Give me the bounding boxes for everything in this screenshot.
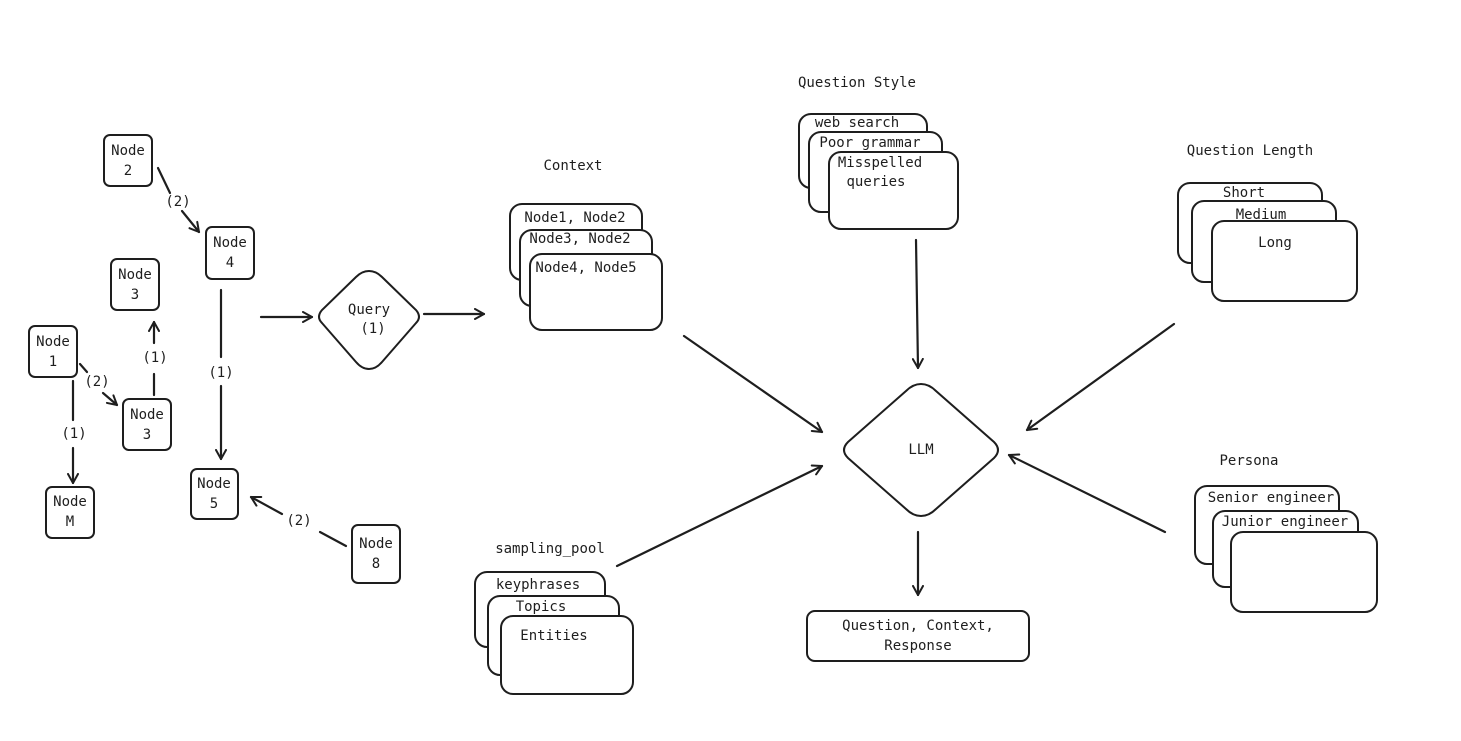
node-3-bottom-label: Node [130, 407, 164, 423]
persona-item-2: Junior engineer [1222, 514, 1348, 530]
node-2-number: 2 [124, 163, 132, 179]
edge-node1-node3b: (2) [78, 362, 119, 407]
persona-item-1: Senior engineer [1208, 490, 1334, 506]
node-2: Node 2 [103, 134, 153, 187]
edge-node3b-node3a-label: (1) [142, 350, 167, 366]
context-item-1: Node1, Node2 [524, 210, 625, 226]
question-style-title: Question Style [798, 75, 916, 91]
question-length-item-3: Long [1258, 235, 1292, 251]
context-title: Context [543, 158, 602, 174]
node-3-top: Node 3 [110, 258, 160, 311]
query-diamond: Query (1) [318, 269, 420, 371]
node-m: Node M [45, 486, 95, 539]
query-label: Query [348, 302, 390, 318]
arrow-style-to-llm [911, 238, 924, 370]
sampling-pool-title: sampling_pool [495, 541, 605, 557]
node-2-label: Node [111, 143, 145, 159]
output-line-2: Response [884, 638, 951, 654]
node-1: Node 1 [28, 325, 78, 378]
edge-node8-node5-label: (2) [286, 513, 311, 529]
sampling-pool-item-2: Topics [516, 599, 567, 615]
question-style-item-1: web search [815, 115, 899, 131]
node-4: Node 4 [205, 226, 255, 280]
node-5-label: Node [197, 476, 231, 492]
sampling-pool-card-stack: keyphrases Topics Entities [474, 571, 634, 695]
edge-node1-nodem-label: (1) [61, 426, 86, 442]
persona-card-stack: Senior engineer Junior engineer [1194, 485, 1378, 613]
llm-label: LLM [908, 442, 933, 458]
question-length-card-stack: Short Medium Long [1177, 182, 1358, 302]
node-3-bottom-number: 3 [143, 427, 151, 443]
question-length-item-1: Short [1223, 185, 1265, 201]
node-3-top-number: 3 [131, 287, 139, 303]
question-style-item-3-cont: queries [846, 174, 905, 190]
node-1-label: Node [36, 334, 70, 350]
output-line-1: Question, Context, [842, 618, 994, 634]
edge-node2-node4: (2) [156, 166, 201, 234]
node-5: Node 5 [190, 468, 239, 520]
context-card-stack: Node1, Node2 Node3, Node2 Node4, Node5 [509, 203, 663, 331]
edge-node4-node5-label: (1) [208, 365, 233, 381]
node-8-label: Node [359, 536, 393, 552]
node-m-number: M [66, 514, 74, 530]
question-style-item-3: Misspelled [838, 155, 922, 171]
node-3-bottom: Node 3 [122, 398, 172, 451]
node-m-label: Node [53, 494, 87, 510]
sampling-pool-item-3: Entities [520, 628, 587, 644]
context-card-3 [529, 253, 663, 331]
edge-node3b-node3a: (1) [142, 320, 168, 397]
edge-node1-nodem: (1) [61, 379, 87, 485]
node-8: Node 8 [351, 524, 401, 584]
question-style-card-stack: web search Poor grammar Misspelled queri… [798, 113, 959, 230]
node-3-top-label: Node [118, 267, 152, 283]
persona-card-3 [1230, 531, 1378, 613]
edge-node1-node3b-label: (2) [84, 374, 109, 390]
arrow-persona-to-llm [1007, 453, 1167, 534]
node-1-number: 1 [49, 354, 57, 370]
node-4-number: 4 [226, 255, 234, 271]
context-item-2: Node3, Node2 [529, 231, 630, 247]
llm-diamond: LLM [843, 382, 999, 518]
output-box: Question, Context, Response [806, 610, 1030, 662]
question-style-card-3 [828, 151, 959, 230]
edge-node4-node5: (1) [208, 288, 234, 461]
node-5-number: 5 [210, 496, 218, 512]
context-item-3: Node4, Node5 [535, 260, 636, 276]
edge-node2-node4-label: (2) [165, 194, 190, 210]
question-length-item-2: Medium [1236, 207, 1287, 223]
node-4-label: Node [213, 235, 247, 251]
persona-title: Persona [1219, 453, 1278, 469]
node-8-number: 8 [372, 556, 380, 572]
arrow-context-to-llm [682, 334, 824, 434]
question-length-title: Question Length [1187, 143, 1313, 159]
sampling-pool-item-1: keyphrases [496, 577, 580, 593]
question-length-card-3 [1211, 220, 1358, 302]
arrow-length-to-llm [1025, 322, 1176, 432]
sampling-pool-card-3 [500, 615, 634, 695]
query-hop-label: (1) [360, 321, 385, 337]
edge-node8-node5: (2) [249, 495, 348, 548]
question-style-item-2: Poor grammar [819, 135, 920, 151]
arrow-pool-to-llm [615, 464, 824, 568]
